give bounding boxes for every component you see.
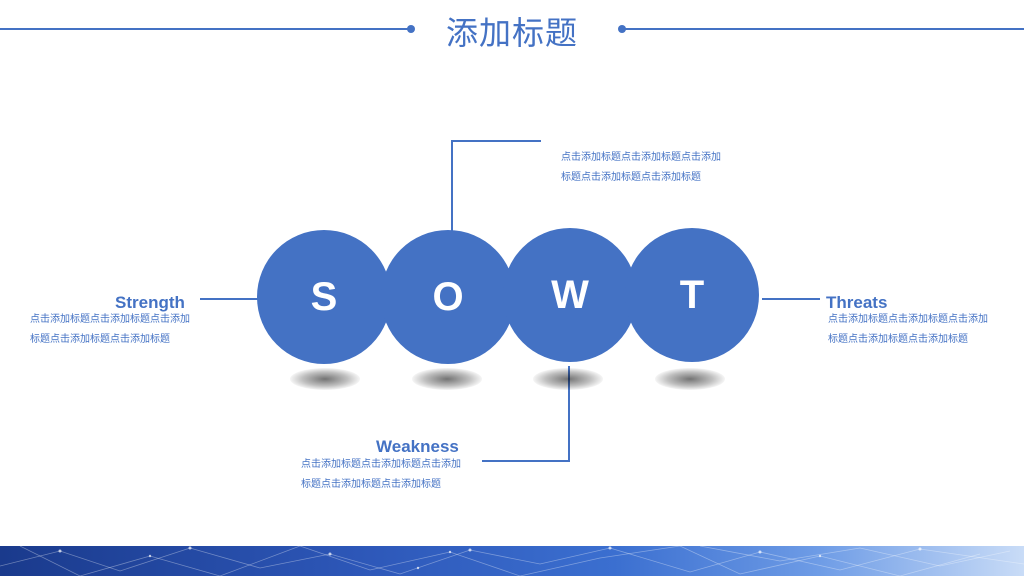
swot-circle-t[interactable]: T <box>625 228 759 362</box>
swot-letter-s: S <box>310 274 338 319</box>
weakness-desc[interactable]: 点击添加标题点击添加标题点击添加标题点击添加标题点击添加标题 <box>301 459 461 490</box>
weakness-connector-vertical <box>568 366 570 462</box>
circle-o-shadow <box>412 368 482 390</box>
threats-connector <box>762 298 820 300</box>
swot-circle-o[interactable]: O <box>381 230 515 364</box>
weakness-title[interactable]: Weakness <box>376 437 459 456</box>
swot-letter-w: W <box>551 272 589 317</box>
circle-t-shadow <box>655 368 725 390</box>
threats-title[interactable]: Threats <box>826 293 888 312</box>
title-divider-right <box>622 28 1024 30</box>
circle-s-shadow <box>290 368 360 390</box>
swot-letter-o: O <box>432 274 464 319</box>
title-divider-left <box>0 28 410 30</box>
opportunity-desc[interactable]: 点击添加标题点击添加标题点击添加标题点击添加标题点击添加标题 <box>561 152 721 183</box>
swot-circle-w[interactable]: W <box>503 228 637 362</box>
opportunity-connector-vertical <box>451 140 453 232</box>
network-lines-graphic <box>0 546 1024 576</box>
opportunity-connector-horizontal <box>451 140 541 142</box>
circle-w-shadow <box>533 368 603 390</box>
page-title[interactable]: 添加标题 <box>445 14 578 52</box>
strength-connector <box>200 298 258 300</box>
strength-desc[interactable]: 点击添加标题点击添加标题点击添加标题点击添加标题点击添加标题 <box>30 314 190 345</box>
footer-network-banner <box>0 546 1024 576</box>
swot-circle-s[interactable]: S <box>257 230 391 364</box>
swot-letter-t: T <box>679 272 705 317</box>
title-divider-left-dot <box>407 25 415 33</box>
weakness-connector-horizontal <box>482 460 570 462</box>
strength-title[interactable]: Strength <box>115 293 185 312</box>
threats-desc[interactable]: 点击添加标题点击添加标题点击添加标题点击添加标题点击添加标题 <box>828 314 988 345</box>
